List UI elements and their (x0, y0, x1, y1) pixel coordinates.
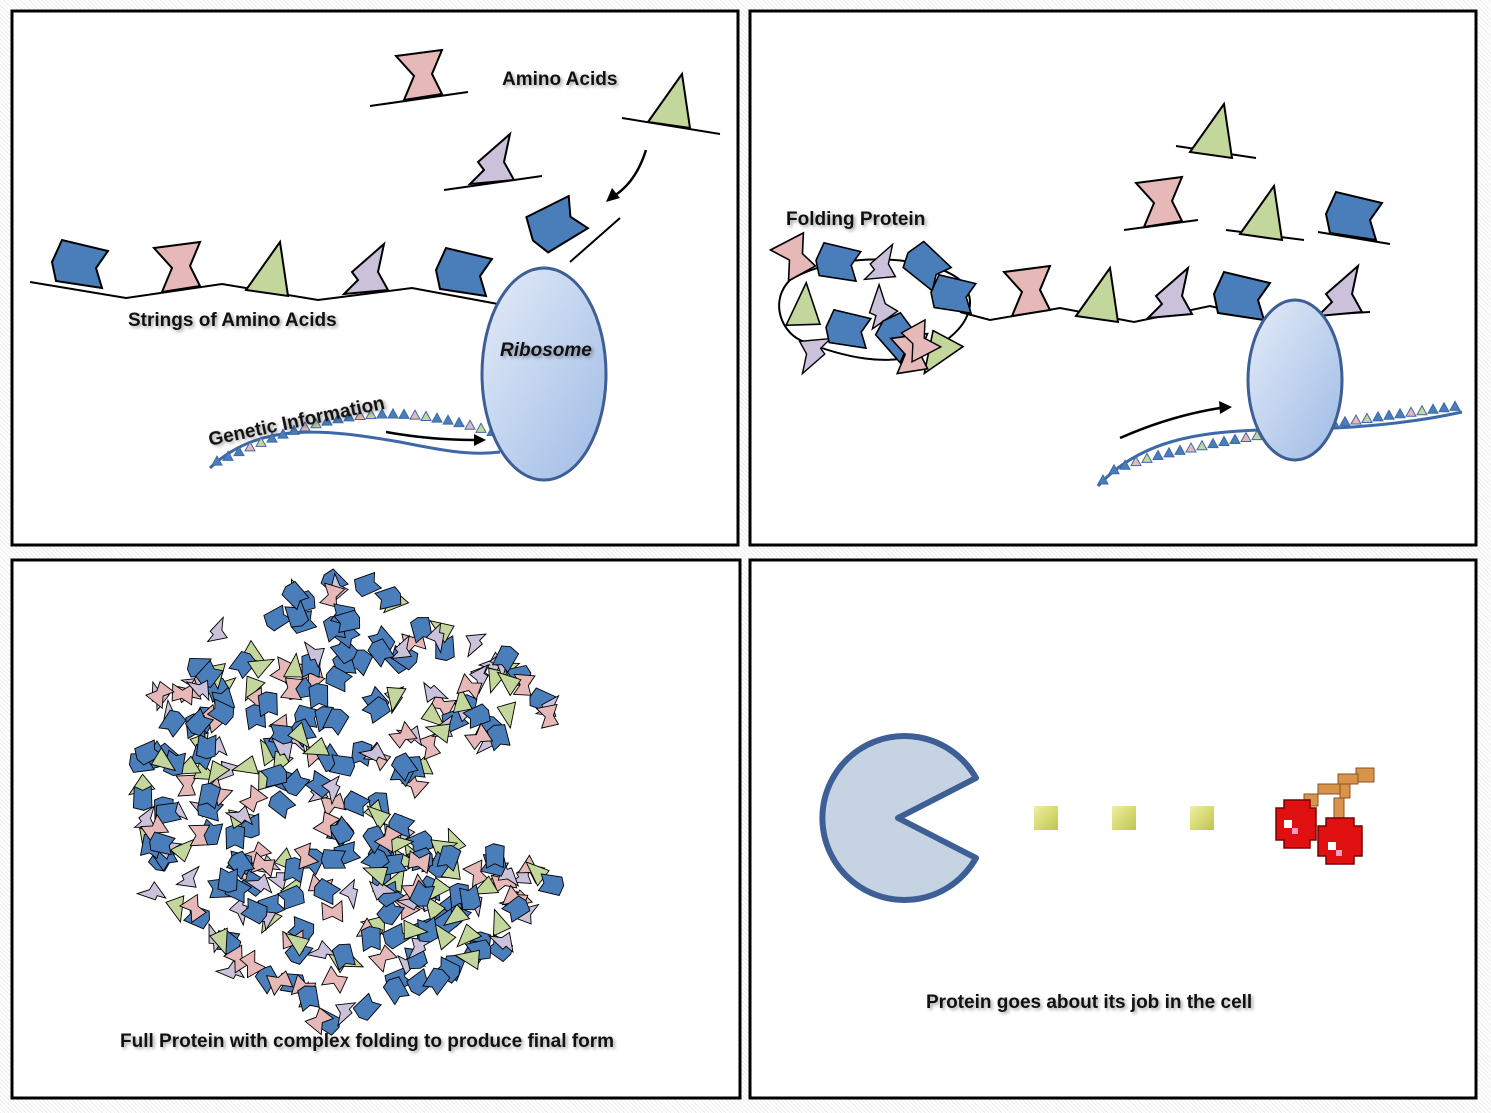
free-amino-acid-purple (443, 133, 543, 191)
mrna-base (211, 455, 223, 466)
mrna-base (1438, 401, 1450, 413)
mrna-base (266, 432, 278, 443)
mrna-base (1229, 433, 1241, 444)
full-protein-caption: Full Protein with complex folding to pro… (120, 1031, 614, 1052)
mrna-base (1174, 444, 1186, 455)
mrna-base (1416, 404, 1428, 416)
mrna-base (420, 410, 432, 421)
mrna-base (1097, 473, 1109, 485)
mrna-base (1207, 437, 1219, 449)
strings-of-amino-acids-label: Strings of Amino Acids (128, 310, 337, 331)
mrna-base (1405, 406, 1417, 417)
movement-arrowhead (1219, 401, 1232, 414)
mrna-base (244, 440, 256, 452)
mrna-base (376, 407, 388, 419)
panel1-content: Amino Acids Strings of Amino Acids Genet… (29, 49, 721, 482)
mrna-base (365, 408, 377, 420)
mrna-base (1350, 414, 1362, 425)
mrna-base (1141, 452, 1153, 463)
mrna-base (431, 412, 443, 423)
mrna-base (1130, 455, 1142, 467)
mrna-base (222, 450, 234, 461)
mrna-base (233, 445, 245, 457)
mrna-base (321, 415, 333, 426)
mrna-base (1240, 431, 1252, 443)
mrna-base (1372, 410, 1384, 422)
mrna-base (1449, 400, 1461, 411)
mrna-base (442, 414, 454, 425)
mrna-base (1163, 446, 1175, 458)
mrna-base (475, 422, 487, 433)
mrna-base (299, 420, 311, 432)
folding-protein-loop (768, 232, 977, 384)
mrna-base (1427, 403, 1439, 414)
mrna-base (332, 412, 344, 424)
movement-arrow (1119, 406, 1221, 440)
mrna-base (1119, 459, 1131, 470)
cherry-icon (1275, 767, 1375, 865)
incoming-arrowhead (606, 188, 620, 202)
mrna-base (1185, 441, 1197, 453)
folding-protein-label: Folding Protein (786, 209, 925, 230)
panel-folding (748, 9, 1478, 547)
mrna-base (1196, 439, 1208, 451)
free-amino-acid-green (621, 73, 721, 135)
ribosome-label: Ribosome (500, 340, 592, 361)
pellet (1112, 806, 1136, 830)
mrna-base (387, 407, 399, 419)
mrna-base (1218, 435, 1230, 447)
incoming-arrow (613, 149, 648, 198)
panel4-content: Protein goes about its job in the cell (819, 733, 1375, 1013)
panel2-content: Folding Protein (768, 103, 1463, 488)
protein-job-caption: Protein goes about its job in the cell (926, 992, 1252, 1013)
mrna-base (288, 424, 300, 435)
mrna-base (277, 428, 289, 439)
genetic-arrow (385, 430, 477, 442)
pellet (1034, 806, 1058, 830)
pellet (1190, 806, 1214, 830)
mrna-base (1152, 449, 1164, 461)
genetic-arrowhead (474, 434, 486, 446)
amino-acids-label: Amino Acids (502, 69, 617, 90)
mrna-base (255, 436, 267, 447)
pacman-protein (819, 733, 979, 903)
free-amino-acid-pink (369, 49, 469, 107)
mrna-base (310, 417, 322, 429)
mrna-strand (208, 430, 501, 470)
mrna-base (453, 416, 465, 428)
mrna-base (409, 409, 421, 420)
ribosome (480, 266, 608, 482)
mrna-base (354, 409, 366, 420)
mrna-base (1339, 415, 1351, 427)
mrna-base (1394, 407, 1406, 419)
mrna-base (1361, 412, 1373, 423)
mrna-base (464, 419, 476, 430)
mrna-base (1383, 409, 1395, 420)
mrna-base (398, 408, 410, 419)
ribosome (1246, 298, 1344, 462)
mrna-base (1108, 463, 1120, 475)
mrna-base (343, 410, 355, 422)
